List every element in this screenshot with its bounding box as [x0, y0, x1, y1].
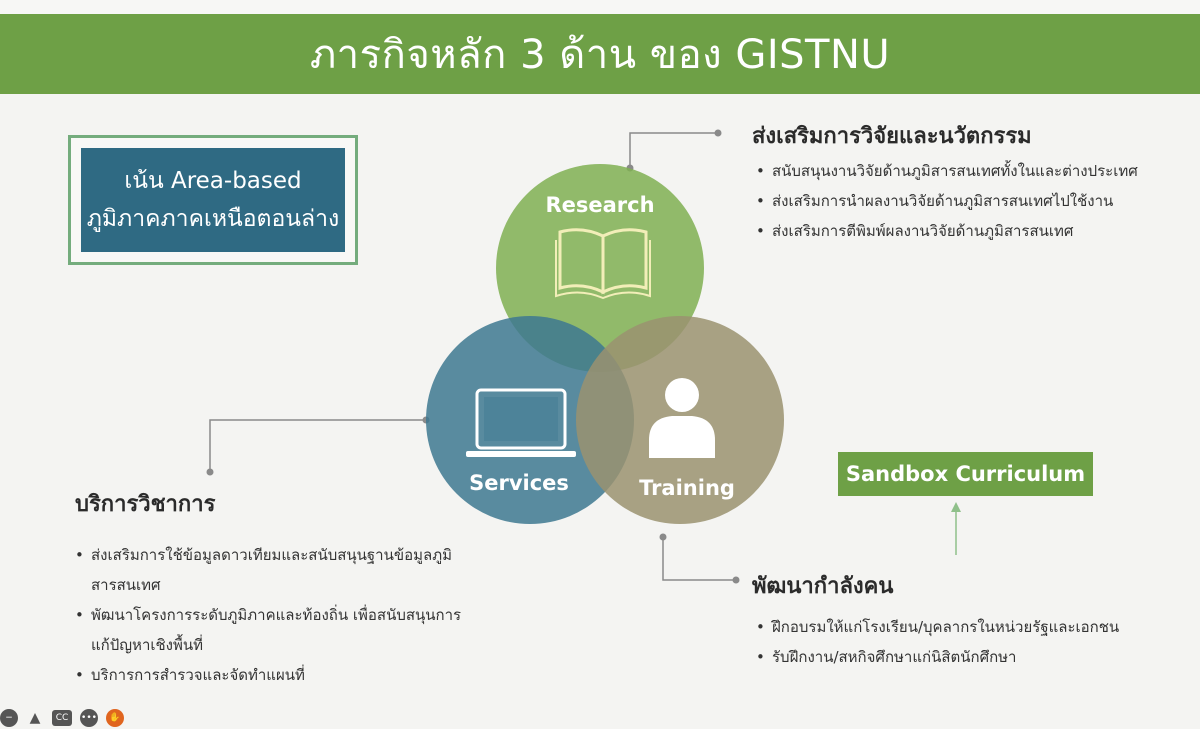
research-section-title: ส่งเสริมการวิจัยและนวัตกรรม — [752, 124, 1032, 149]
page-title: ภารกิจหลัก 3 ด้าน ของ GISTNU — [309, 32, 891, 78]
training-dot-1 — [659, 533, 667, 541]
research-connector — [629, 132, 718, 168]
minus-circle-icon[interactable]: − — [0, 709, 18, 727]
area-based-box: เน้น Area-based ภูมิภาคภาคเหนือตอนล่าง — [68, 135, 358, 265]
research-item-2: ส่งเสริมการนำผลงานวิจัยด้านภูมิสารสนเทศไ… — [756, 186, 1138, 216]
research-item-1: สนับสนุนงานวิจัยด้านภูมิสารสนเทศทั้งในแล… — [756, 156, 1138, 186]
training-section-title: พัฒนากำลังคน — [752, 574, 894, 599]
player-toolbar: − ▲ CC ••• ✋ — [0, 707, 124, 729]
person-icon — [649, 378, 715, 458]
services-dot-2 — [206, 468, 214, 476]
research-label: Research — [545, 193, 654, 217]
area-based-line-1: เน้น Area-based — [124, 168, 302, 194]
services-section-title: บริการวิชาการ — [75, 492, 216, 517]
training-label: Training — [639, 476, 735, 500]
top-strip — [0, 0, 1200, 14]
area-based-line-2: ภูมิภาคภาคเหนือตอนล่าง — [86, 206, 340, 232]
services-item-3: บริการการสำรวจและจัดทำแผนที่ — [75, 660, 461, 690]
cc-icon[interactable]: CC — [52, 710, 72, 726]
services-item-1-cont: สารสนเทศ — [91, 576, 161, 594]
header-banner: ภารกิจหลัก 3 ด้าน ของ GISTNU — [0, 14, 1200, 94]
training-item-2: รับฝึกงาน/สหกิจศึกษาแก่นิสิตนักศึกษา — [756, 642, 1119, 672]
services-connector — [209, 419, 426, 472]
book-icon — [555, 228, 651, 300]
connector-lines — [209, 132, 736, 581]
research-list: สนับสนุนงานวิจัยด้านภูมิสารสนเทศทั้งในแล… — [756, 156, 1138, 246]
sandbox-arrow — [951, 502, 961, 555]
sandbox-curriculum-box: Sandbox Curriculum — [838, 452, 1093, 496]
services-item-1: ส่งเสริมการใช้ข้อมูลดาวเทียมและสนับสนุนฐ… — [75, 540, 461, 570]
training-list: ฝึกอบรมให้แก่โรงเรียน/บุคลากรในหน่วยรัฐแ… — [756, 612, 1119, 672]
more-icon[interactable]: ••• — [80, 709, 98, 727]
hand-icon[interactable]: ✋ — [106, 709, 124, 727]
sandbox-curriculum-label: Sandbox Curriculum — [845, 462, 1086, 486]
services-item-2: พัฒนาโครงการระดับภูมิภาคและท้องถิ่น เพื่… — [75, 600, 461, 630]
services-item-2-cont: แก้ปัญหาเชิงพื้นที่ — [91, 636, 204, 654]
training-dot-2 — [732, 576, 740, 584]
training-connector — [662, 537, 736, 581]
person-icon-toolbar[interactable]: ▲ — [29, 710, 41, 726]
area-based-box-inner: เน้น Area-based ภูมิภาคภาคเหนือตอนล่าง — [81, 148, 345, 252]
research-item-3: ส่งเสริมการตีพิมพ์ผลงานวิจัยด้านภูมิสารส… — [756, 216, 1138, 246]
research-dot-2 — [714, 129, 722, 137]
laptop-icon — [466, 388, 576, 457]
services-label: Services — [469, 471, 569, 495]
services-list: ส่งเสริมการใช้ข้อมูลดาวเทียมและสนับสนุนฐ… — [75, 540, 461, 690]
training-item-1: ฝึกอบรมให้แก่โรงเรียน/บุคลากรในหน่วยรัฐแ… — [756, 612, 1119, 642]
services-circle — [426, 316, 634, 524]
